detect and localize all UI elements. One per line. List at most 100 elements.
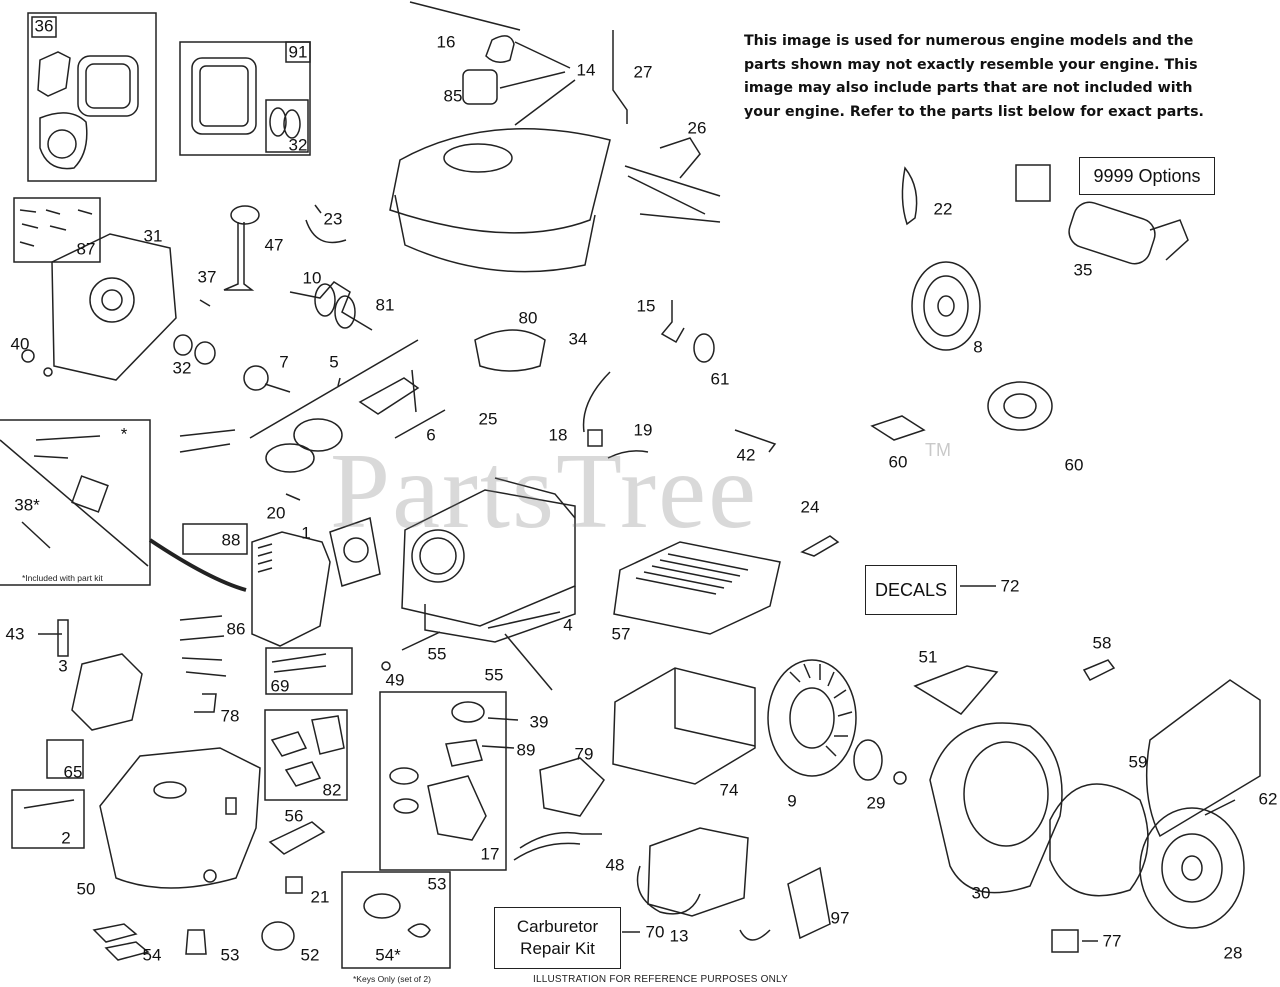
part-label[interactable]: 53 <box>220 945 240 965</box>
part-label[interactable]: 59 <box>1128 752 1148 772</box>
options-callout[interactable]: 9999 Options <box>1079 157 1215 195</box>
part-label[interactable]: 27 <box>633 62 653 82</box>
part-label[interactable]: 13 <box>669 926 689 946</box>
bolt-2 <box>23 799 75 809</box>
part-label[interactable]: 1 <box>301 523 311 543</box>
part-label[interactable]: 4 <box>563 615 573 635</box>
part-label[interactable]: 87 <box>76 239 96 259</box>
part-label[interactable]: 10 <box>302 268 322 288</box>
carburetor-kit-box <box>379 691 507 871</box>
part-label[interactable]: 18 <box>548 425 568 445</box>
part-label[interactable]: 91 <box>288 42 308 62</box>
switch-18 <box>587 429 603 447</box>
part-label[interactable]: 47 <box>264 235 284 255</box>
crankcase-cover <box>21 233 177 381</box>
box-2 <box>11 789 85 849</box>
part-label[interactable]: 77 <box>1102 931 1122 951</box>
part-label[interactable]: 81 <box>375 295 395 315</box>
leader-39 <box>487 717 519 721</box>
part-label[interactable]: 43 <box>5 624 25 644</box>
part-label[interactable]: 26 <box>687 118 707 138</box>
gasket-set-box-36 <box>27 12 157 182</box>
part-label[interactable]: 7 <box>279 352 289 372</box>
part-label[interactable]: 74 <box>719 780 739 800</box>
part-label[interactable]: 34 <box>568 329 588 349</box>
part-label[interactable]: 82 <box>322 780 342 800</box>
part-label[interactable]: 5 <box>329 352 339 372</box>
part-label[interactable]: 15 <box>636 296 656 316</box>
footer-disclaimer: ILLUSTRATION FOR REFERENCE PURPOSES ONLY <box>533 974 788 985</box>
part-label[interactable]: 23 <box>323 209 343 229</box>
part-58 <box>1082 659 1116 681</box>
part-label[interactable]: 31 <box>143 226 163 246</box>
part-label[interactable]: 50 <box>76 879 96 899</box>
part-label[interactable]: 55 <box>427 644 447 664</box>
valve-springs <box>179 429 301 555</box>
part-label[interactable]: 51 <box>918 647 938 667</box>
part-label[interactable]: 79 <box>574 744 594 764</box>
part-label[interactable]: 54 <box>142 945 162 965</box>
part-label[interactable]: 8 <box>973 337 983 357</box>
stator <box>870 381 1053 441</box>
part-label[interactable]: 49 <box>385 670 405 690</box>
part-label[interactable]: 48 <box>605 855 625 875</box>
part-label[interactable]: 37 <box>197 267 217 287</box>
bracket-51 <box>913 665 999 715</box>
part-label[interactable]: 42 <box>736 445 756 465</box>
part-label[interactable]: 55 <box>484 665 504 685</box>
part-label[interactable]: 69 <box>270 676 290 696</box>
cap-52 <box>261 921 295 951</box>
part-label[interactable]: 30 <box>971 883 991 903</box>
part-label[interactable]: 97 <box>830 908 850 928</box>
part-label[interactable]: 86 <box>226 619 246 639</box>
part-label[interactable]: 62 <box>1258 789 1278 809</box>
tube-and-cover-3 <box>38 619 143 731</box>
part-label[interactable]: 32 <box>288 135 308 155</box>
decals-callout[interactable]: DECALS <box>865 565 957 615</box>
part-label[interactable]: 21 <box>310 887 330 907</box>
part-label[interactable]: 3 <box>58 656 68 676</box>
part-label[interactable]: 52 <box>300 945 320 965</box>
part-label[interactable]: 20 <box>266 503 286 523</box>
part-label[interactable]: 2 <box>61 828 71 848</box>
part-label[interactable]: 88 <box>221 530 241 550</box>
part-label[interactable]: 57 <box>611 624 631 644</box>
part-label[interactable]: 22 <box>933 199 953 219</box>
carb-line-2: Repair Kit <box>520 939 595 958</box>
flywheel <box>911 261 981 351</box>
part-label[interactable]: 53 <box>427 874 447 894</box>
part-label[interactable]: 16 <box>436 32 456 52</box>
part-label[interactable]: 29 <box>866 793 886 813</box>
part-label[interactable]: 25 <box>478 409 498 429</box>
part-label[interactable]: 36 <box>34 16 54 36</box>
nut <box>893 771 907 785</box>
part-label[interactable]: 78 <box>220 706 240 726</box>
part-label[interactable]: 38* <box>14 495 40 515</box>
part-label[interactable]: 35 <box>1073 260 1093 280</box>
part-label[interactable]: 14 <box>576 60 596 80</box>
part-label[interactable]: 56 <box>284 806 304 826</box>
part-label[interactable]: 60 <box>888 452 908 472</box>
air-filter-cover <box>612 667 756 785</box>
gasket-box-91 <box>179 41 311 156</box>
part-label[interactable]: 54* <box>375 945 401 965</box>
part-label[interactable]: 58 <box>1092 633 1112 653</box>
part-label[interactable]: 40 <box>10 334 30 354</box>
part-label[interactable]: 80 <box>518 308 538 328</box>
part-label[interactable]: 85 <box>443 86 463 106</box>
part-label[interactable]: 65 <box>63 762 83 782</box>
part-label[interactable]: 60 <box>1064 455 1084 475</box>
part-label[interactable]: 24 <box>800 497 820 517</box>
part-label[interactable]: 39 <box>529 712 549 732</box>
part-label[interactable]: 6 <box>426 425 436 445</box>
part-label[interactable]: 17 <box>480 844 500 864</box>
part-label[interactable]: 89 <box>516 740 536 760</box>
carburetor-repair-kit-callout[interactable]: Carburetor Repair Kit <box>494 907 621 969</box>
part-label[interactable]: 61 <box>710 369 730 389</box>
part-label[interactable]: 28 <box>1223 943 1243 963</box>
part-label[interactable]: * <box>120 424 128 444</box>
part-label[interactable]: 32 <box>172 358 192 378</box>
part-label[interactable]: 9 <box>787 791 797 811</box>
part-label[interactable]: 19 <box>633 420 653 440</box>
